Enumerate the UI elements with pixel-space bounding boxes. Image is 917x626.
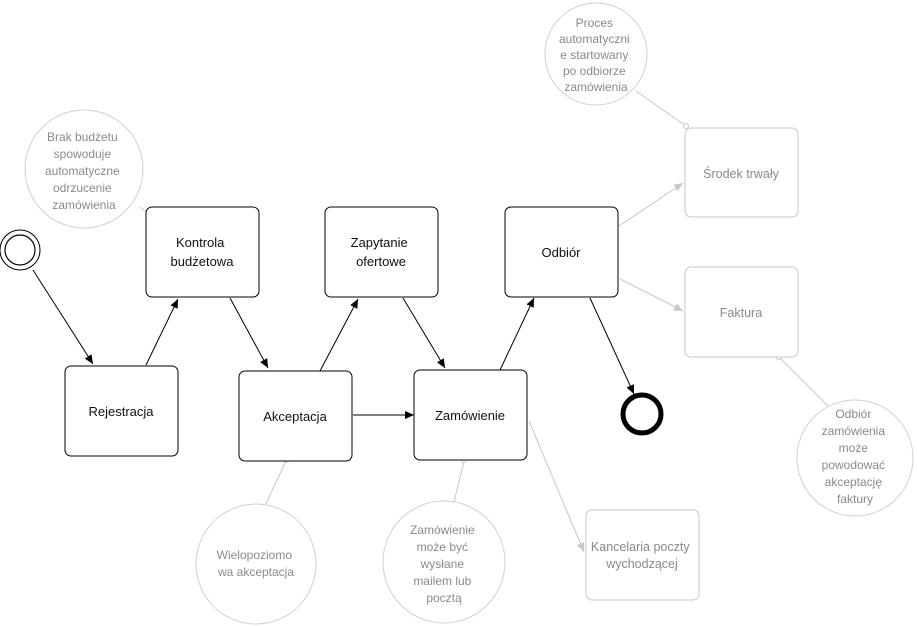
- message-flows: [139, 90, 829, 553]
- task-kontrola-budzetowa[interactable]: Kontrola budżetowa: [145, 206, 260, 298]
- note-proces-automatyczny: Proces automatyczni e startowany po odbi…: [544, 2, 648, 106]
- flow-zapytanie-zamowienie: [402, 297, 446, 369]
- assoc-zamowienie-mail: [453, 460, 465, 503]
- task-zamowienie-label: Zamówienie: [435, 408, 505, 423]
- task-akceptacja[interactable]: Akceptacja: [238, 370, 353, 462]
- note-odbior-faktura-text: Odbiór zamówienia może powodować akcepta…: [822, 407, 889, 506]
- flow-kontrola-akceptacja: [229, 297, 269, 369]
- note-brak-budzetu-text: Brak budżetu spowoduje automatyczne odrz…: [45, 130, 123, 212]
- kancelaria-label: Kancelaria poczty wychodzącej: [591, 540, 693, 571]
- flow-start-rejestracja: [32, 269, 94, 365]
- sequence-flows: [32, 269, 635, 419]
- flow-odbior-end: [589, 297, 635, 395]
- flow-odbior-srodek: [618, 182, 684, 227]
- assoc-brak-kontrola: [139, 206, 147, 213]
- task-zapytanie-label: Zapytanie ofertowe: [351, 235, 412, 269]
- assoc-akceptacja-wielopoziomowa: [262, 460, 287, 511]
- external-kancelaria-poczty[interactable]: Kancelaria poczty wychodzącej: [585, 509, 700, 601]
- end-event[interactable]: [620, 392, 664, 436]
- task-rejestracja-label: Rejestracja: [88, 404, 154, 419]
- task-zamowienie[interactable]: Zamówienie: [413, 369, 528, 461]
- task-zapytanie-ofertowe[interactable]: Zapytanie ofertowe: [324, 206, 439, 298]
- task-odbior[interactable]: Odbiór: [504, 206, 619, 298]
- start-event[interactable]: [0, 229, 41, 271]
- anchor-srodek: [683, 123, 689, 129]
- task-akceptacja-label: Akceptacja: [263, 409, 327, 424]
- external-faktura[interactable]: Faktura: [684, 266, 799, 358]
- flow-odbior-faktura: [619, 278, 684, 312]
- task-odbior-label: Odbiór: [541, 245, 581, 260]
- task-kontrola-label: Kontrola budżetowa: [171, 235, 235, 269]
- external-srodek-trwaly[interactable]: Środek trwały: [684, 127, 799, 218]
- note-zamowienie-mail: Zamówienie może być wysłane mailem lub p…: [382, 500, 506, 624]
- note-proces-text: Proces automatyczni e startowany po odbi…: [559, 16, 633, 94]
- task-rejestracja[interactable]: Rejestracja: [64, 365, 179, 457]
- note-wielopoziomowa-text: Wielopoziomo wa akceptacja: [217, 548, 296, 579]
- note-odbior-faktura: Odbiór zamówienia może powodować akcepta…: [796, 399, 914, 517]
- faktura-label: Faktura: [720, 306, 762, 320]
- srodek-label: Środek trwały: [703, 166, 779, 181]
- flow-rejestracja-kontrola: [145, 298, 179, 366]
- note-zamowienie-mail-text: Zamówienie może być wysłane mailem lub p…: [410, 523, 478, 605]
- flow-zamowienie-kancelaria: [528, 420, 585, 553]
- note-wielopoziomowa: Wielopoziomo wa akceptacja: [195, 503, 317, 625]
- flow-zamowienie-odbior: [499, 297, 535, 371]
- assoc-proces-srodek: [635, 90, 687, 127]
- note-brak-budzetu: Brak budżetu spowoduje automatyczne odrz…: [24, 109, 144, 229]
- assoc-faktura-odbior-note: [779, 357, 829, 407]
- flow-akceptacja-zapytanie: [319, 298, 359, 372]
